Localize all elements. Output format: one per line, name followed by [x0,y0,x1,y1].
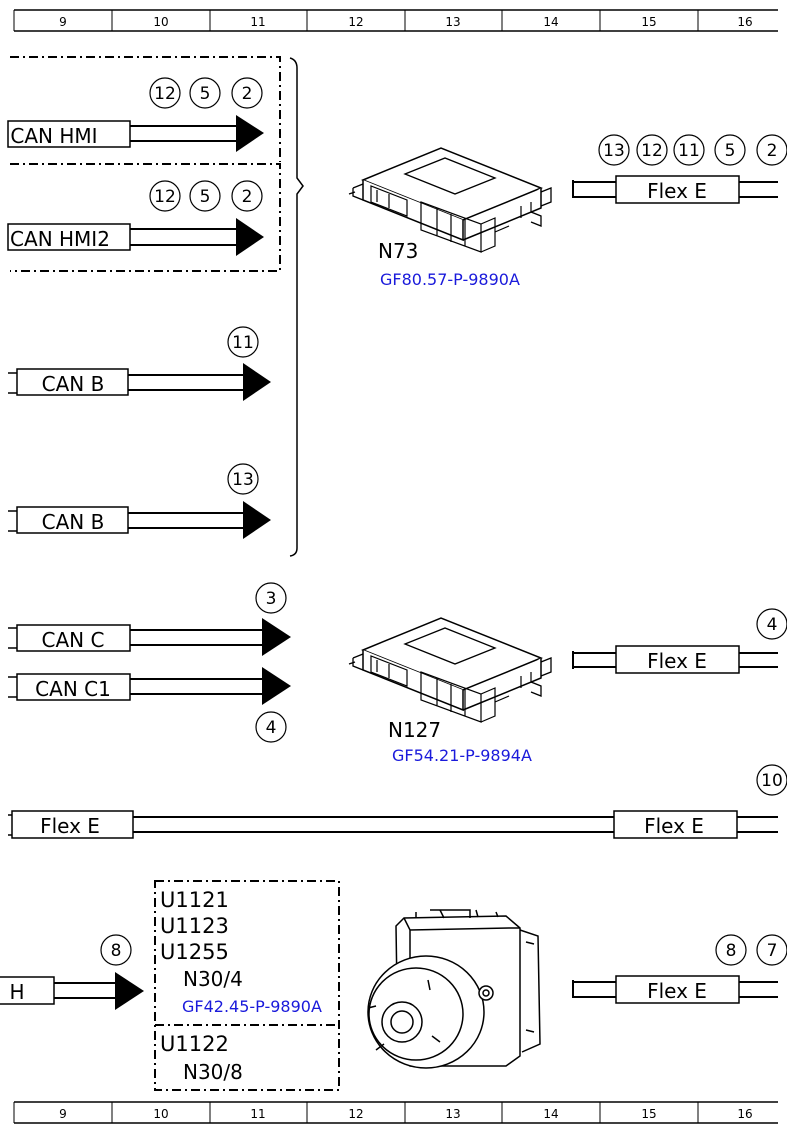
grid-col-12: 12 [348,15,363,29]
grid-col-15: 15 [641,15,656,29]
grid-col-10-bottom: 10 [153,1107,168,1121]
marker: 4 [767,615,778,635]
marker: 8 [726,941,737,961]
grid-col-9: 9 [59,15,67,29]
grid-col-13: 13 [445,15,460,29]
fault-code: U1255 [160,940,229,964]
arrow-icon [243,363,271,401]
marker: 11 [678,141,700,161]
bus-label-can-b: CAN B [42,510,105,534]
control-unit-icon [348,147,552,253]
marker: 13 [603,141,625,161]
bus-label-can-c1: CAN C1 [35,677,111,701]
marker-ring [227,326,259,358]
bus-label-flex-e: Flex E [647,979,707,1003]
arrow-icon [115,972,144,1010]
hydraulic-unit-icon [367,909,541,1069]
grid-col-14-bottom: 14 [543,1107,558,1121]
bus-flex-e-n30[interactable]: Flex E [572,975,778,1004]
bus-label-flex-e: Flex E [644,814,704,838]
bus-label-can-hmi: CAN HMI [10,124,97,148]
grid-col-13-bottom: 13 [445,1107,460,1121]
grid-col-16-bottom: 16 [737,1107,752,1121]
fault-code: U1122 [160,1032,229,1056]
grid-col-11: 11 [250,15,265,29]
reference-link-n127[interactable]: GF54.21-P-9894A [392,746,532,765]
grid-ruler-bottom: 9 10 11 12 13 14 15 16 [13,1101,778,1124]
bus-can-b-top[interactable]: CAN B [8,363,271,401]
grid-col-12-bottom: 12 [348,1107,363,1121]
bus-label-can-c: CAN C [42,628,105,652]
bus-can-hmi[interactable]: CAN HMI [7,115,264,152]
bus-label-flex-e: Flex E [647,179,707,203]
marker: 5 [725,141,736,161]
bus-label-flex-e: Flex E [40,814,100,838]
grid-col-16: 16 [737,15,752,29]
grid-col-14: 14 [543,15,558,29]
module-n127[interactable]: N127 [348,617,552,742]
hmi-dashed-boxes [10,56,281,272]
marker: 7 [767,941,778,961]
marker-ring [255,582,287,614]
module-n73[interactable]: N73 [348,147,552,263]
grid-col-10: 10 [153,15,168,29]
marker: 2 [767,141,778,161]
arrow-icon [243,501,271,539]
grid-col-15-bottom: 15 [641,1107,656,1121]
marker: 13 [232,470,254,490]
marker: 11 [232,333,254,353]
marker: 5 [200,84,211,104]
component-label-n127: N127 [388,718,441,742]
bus-can-hmi2[interactable]: CAN HMI2 [7,218,264,256]
arrow-icon [236,115,264,152]
n30-dashed-box [154,880,340,1091]
markers-n30-flex: 8 7 [715,934,787,966]
bus-label-h: H [9,980,24,1004]
component-label-n73: N73 [378,239,418,263]
marker: 2 [242,187,253,207]
bus-h[interactable]: H [0,972,144,1010]
marker: 8 [111,941,122,961]
bus-label-can-hmi2: CAN HMI2 [10,227,110,251]
fault-code: U1121 [160,888,229,912]
bus-flex-e-long[interactable]: Flex E Flex E [8,810,778,839]
fault-code: U1123 [160,914,229,938]
markers-hmi2: 12 5 2 [149,180,263,212]
reference-link-n30-4[interactable]: GF42.45-P-9890A [182,997,322,1016]
marker: 2 [242,84,253,104]
arrow-icon [262,618,291,656]
control-unit-icon [348,617,552,723]
bus-can-c1[interactable]: CAN C1 [8,667,291,705]
marker-ring [227,463,259,495]
bus-label-can-b: CAN B [42,372,105,396]
reference-link-n73[interactable]: GF80.57-P-9890A [380,270,520,289]
group-brace [289,57,304,557]
grid-col-9-bottom: 9 [59,1107,67,1121]
arrow-icon [262,667,291,705]
marker: 5 [200,187,211,207]
marker: 10 [761,771,783,791]
grid-col-11-bottom: 11 [250,1107,265,1121]
bus-can-b-bottom[interactable]: CAN B [8,501,271,539]
marker: 12 [154,84,176,104]
bus-flex-e-n127[interactable]: Flex E [572,645,778,674]
marker: 12 [154,187,176,207]
marker: 4 [266,718,277,738]
bus-flex-e-n73[interactable]: Flex E [572,175,778,204]
marker-ring [756,764,787,796]
marker-ring [756,608,787,640]
marker: 12 [641,141,663,161]
arrow-icon [236,218,264,256]
markers-n73-flex: 13 12 11 5 2 [598,134,787,166]
markers-hmi: 12 5 2 [149,77,263,109]
marker-ring [255,711,287,743]
marker: 3 [266,589,277,609]
component-label-n30-4: N30/4 [183,967,243,991]
grid-ruler-top: 9 10 11 12 13 14 15 16 [13,9,778,32]
bus-label-flex-e: Flex E [647,649,707,673]
component-label-n30-8: N30/8 [183,1060,243,1084]
marker-ring [100,934,132,966]
bus-can-c[interactable]: CAN C [8,618,291,656]
